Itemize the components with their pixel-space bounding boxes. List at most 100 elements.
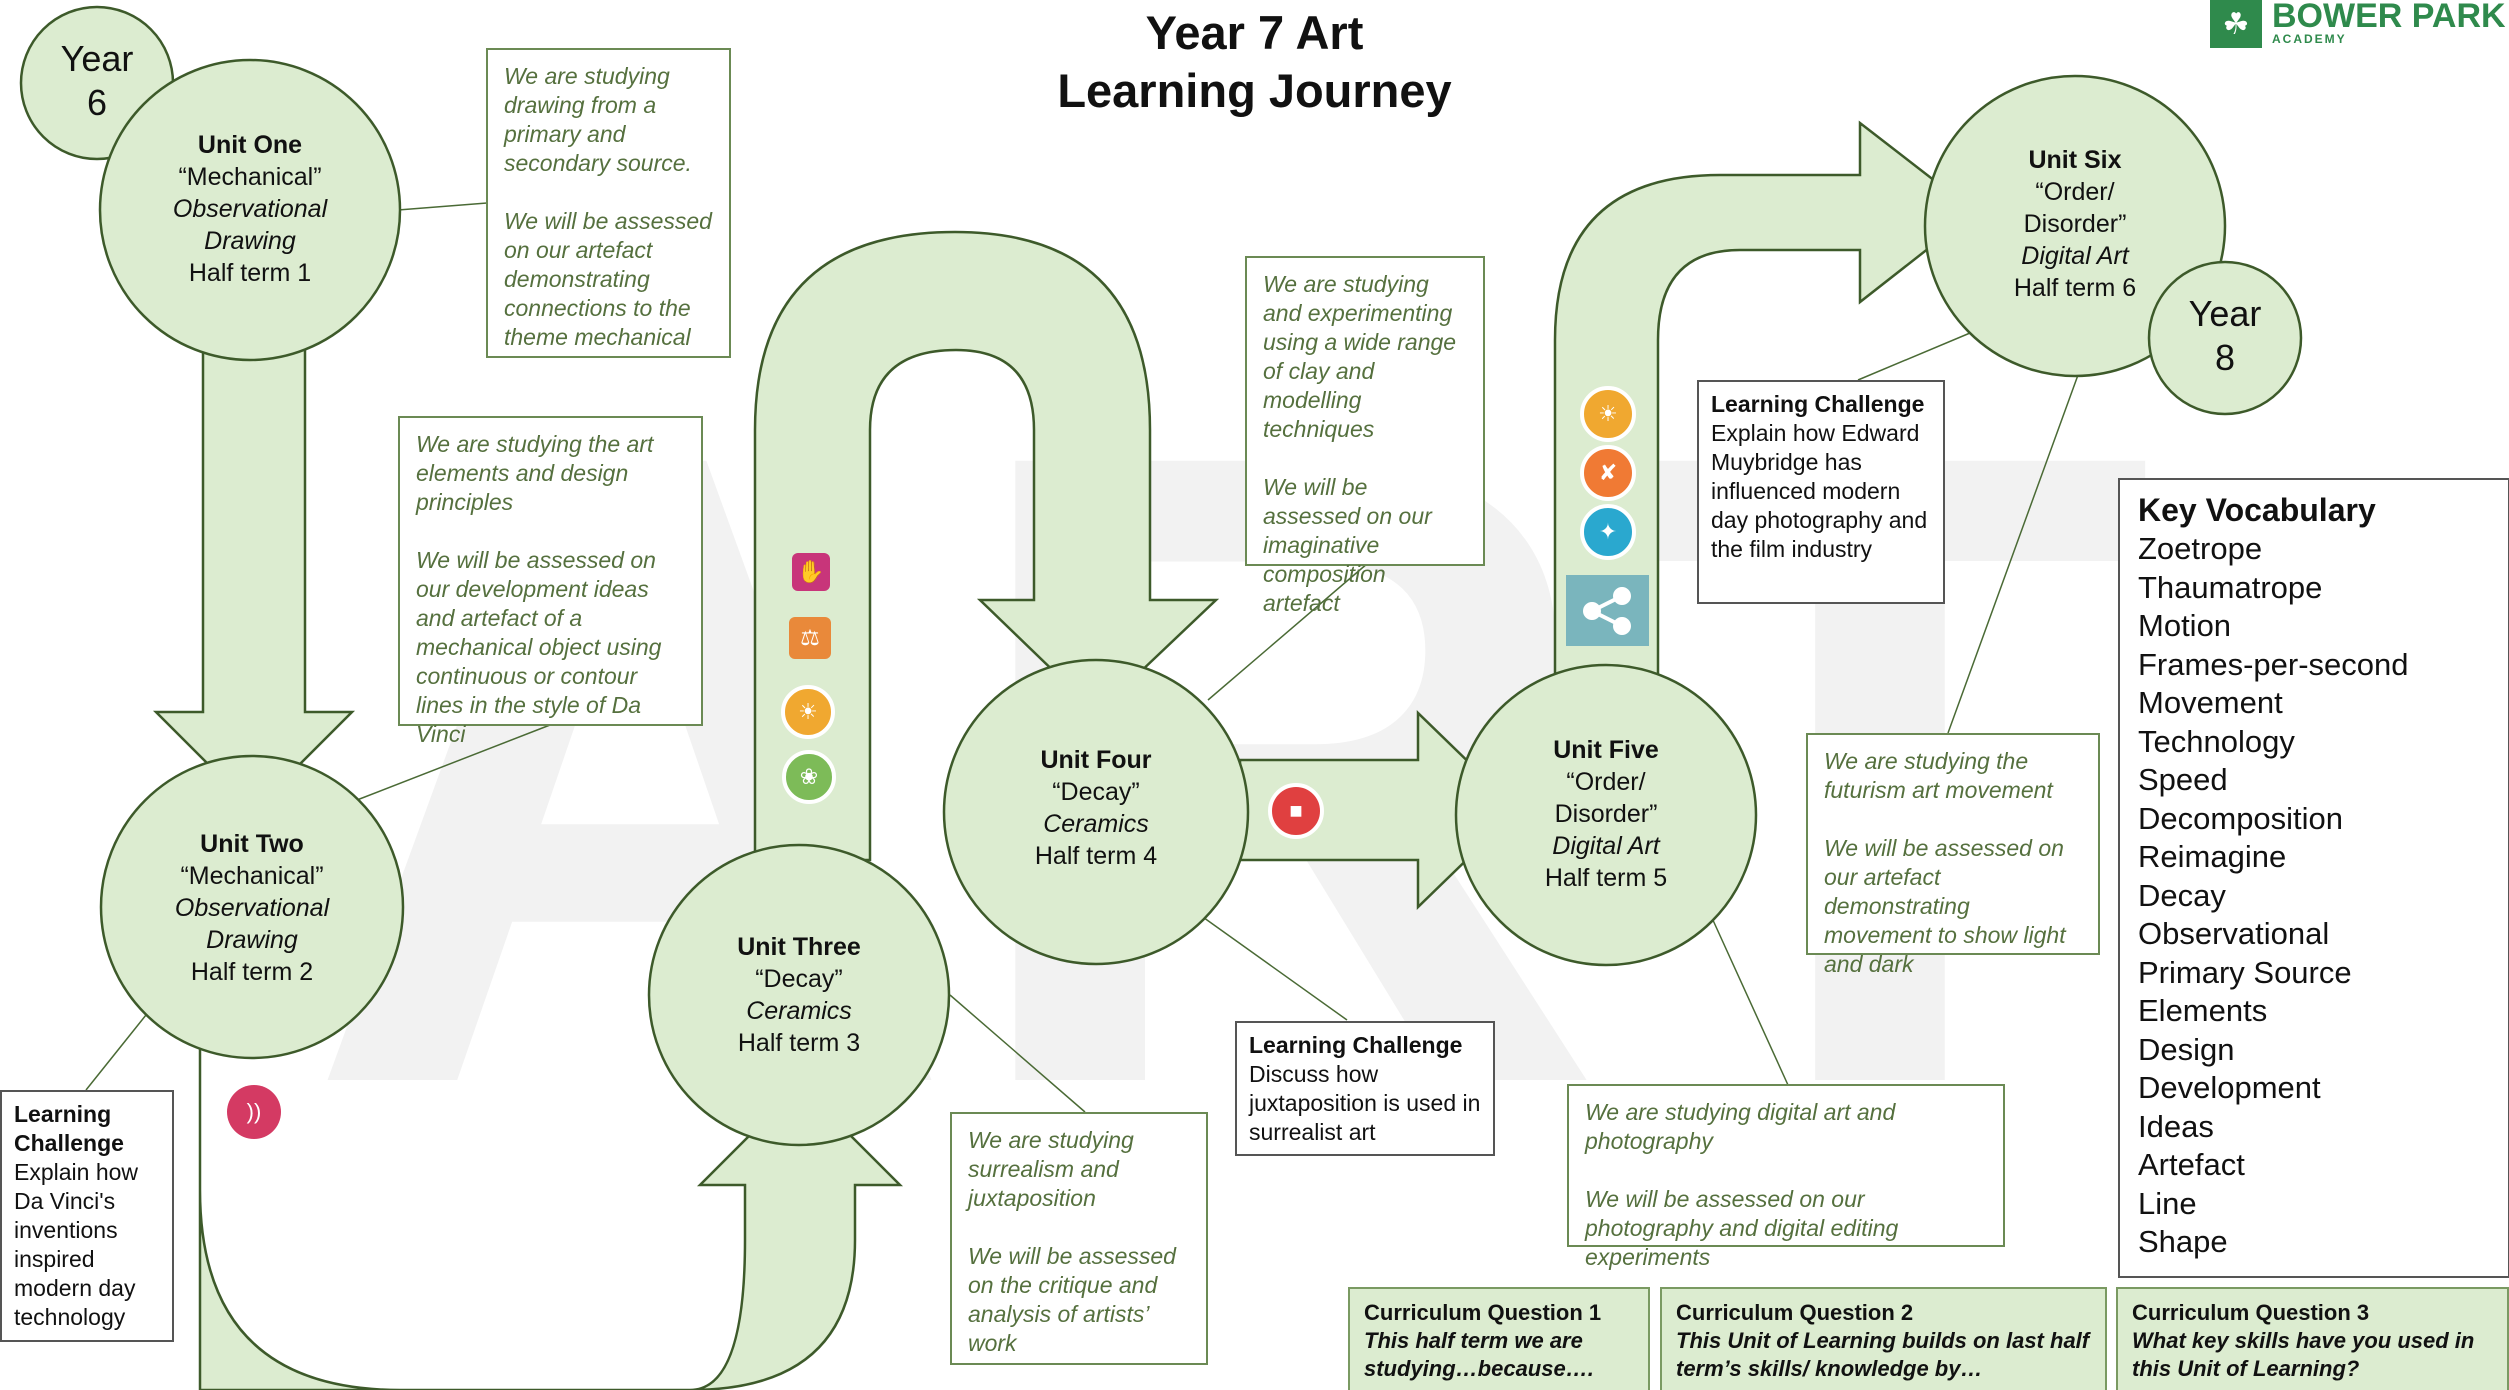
unit-medium: Ceramics — [1043, 810, 1149, 838]
year-6-label: Year 6 — [22, 37, 172, 125]
vocabulary-word: Observational — [2138, 916, 2330, 951]
logo-sub: ACADEMY — [2272, 32, 2347, 46]
vocabulary-word: Reimagine — [2138, 839, 2287, 874]
vocabulary-word: Development — [2138, 1070, 2321, 1105]
vocabulary-word: Ideas — [2138, 1108, 2214, 1144]
vocabulary-word: Technology — [2138, 723, 2295, 759]
teamwork-icon: ✦ — [1580, 504, 1636, 560]
year-8-number: 8 — [2214, 337, 2236, 378]
year-8-circle — [2147, 260, 2303, 416]
problem-solving-icon: ✘ — [1580, 445, 1636, 501]
path-unit5-to-unit6 — [1553, 120, 1978, 682]
unit-three-circle — [647, 843, 951, 1147]
vocabulary-word: Elements — [2138, 993, 2268, 1028]
year-6-word: Year — [60, 38, 134, 79]
vocabulary-word: Line — [2138, 1185, 2197, 1221]
vocabulary-word: Decomposition — [2138, 800, 2344, 836]
unit-one-circle — [98, 58, 402, 362]
vocabulary-word: Primary Source — [2138, 954, 2352, 990]
question-text: This Unit of Learning builds on last hal… — [1676, 1328, 2090, 1381]
assess-text: We will be assessed on our artefact demo… — [1824, 835, 2066, 977]
assess-text: We will be assessed on our photography a… — [1585, 1186, 1899, 1270]
question-heading: Curriculum Question 1 — [1364, 1300, 1602, 1325]
study-text: We are studying the art elements and des… — [416, 431, 654, 515]
unit-three-text: Unit Three “Decay” Ceramics Half term 3 — [679, 931, 919, 1059]
challenge-text: Discuss how juxtaposition is used in sur… — [1249, 1061, 1481, 1145]
curriculum-question-2: Curriculum Question 2 This Unit of Learn… — [1660, 1287, 2107, 1390]
connector-line — [949, 994, 1086, 1113]
unit-medium: Digital Art — [1552, 832, 1660, 860]
curriculum-question-3: Curriculum Question 3 What key skills ha… — [2116, 1287, 2509, 1390]
unit-six-note: We are studying the futurism art movemen… — [1806, 733, 2100, 977]
assess-text: We will be assessed on our artefact demo… — [504, 208, 712, 350]
unit-theme: “Decay” — [1052, 778, 1140, 806]
unit-five-circle — [1454, 663, 1758, 967]
vocabulary-word: Frames-per-second — [2138, 646, 2409, 682]
leaf-icon: ❀ — [782, 750, 836, 804]
challenge-text: Explain how Edward Muybridge has influen… — [1711, 420, 1928, 562]
unit-five-text: Unit Five “Order/ Disorder” Digital Art … — [1516, 734, 1696, 894]
question-heading: Curriculum Question 3 — [2132, 1300, 2370, 1325]
question-heading: Curriculum Question 2 — [1676, 1300, 1914, 1325]
connector-line — [356, 724, 551, 801]
challenge-text: Explain how Da Vinci's inventions inspir… — [14, 1159, 139, 1330]
unit-name: Unit Three — [737, 933, 861, 961]
challenge-heading: Learning Challenge — [1249, 1032, 1463, 1058]
study-text: We are studying and experimenting using … — [1263, 271, 1457, 442]
connector-line — [1711, 917, 1789, 1086]
learning-challenge-1: Learning Challenge Explain how Da Vinci'… — [0, 1090, 174, 1342]
unit-theme: “Order/ Disorder” — [1554, 768, 1658, 828]
connector-line — [1857, 332, 1971, 381]
assess-text: We will be assessed on the critique and … — [968, 1243, 1176, 1356]
unit-medium: Observational Drawing — [174, 894, 330, 954]
unit-two-note: We are studying the art elements and des… — [398, 416, 703, 747]
unit-medium: Ceramics — [746, 997, 852, 1025]
unit-theme: “Mechanical” — [180, 862, 324, 890]
unit-medium: Observational Drawing — [172, 195, 328, 255]
unit-theme: “Mechanical” — [178, 163, 322, 191]
unit-name: Unit Four — [1040, 746, 1152, 774]
connector-line — [1207, 562, 1369, 701]
connector-line — [85, 1014, 147, 1091]
unit-medium: Digital Art — [2021, 242, 2129, 270]
study-text: We are studying the futurism art movemen… — [1824, 748, 2053, 803]
unit-name: Unit Two — [200, 830, 304, 858]
share-glyph — [1582, 586, 1631, 635]
connector-line — [397, 202, 488, 211]
unit-theme: “Decay” — [755, 965, 843, 993]
assess-text: We will be assessed on our development i… — [416, 547, 662, 747]
page-title: Year 7 Art Learning Journey — [0, 4, 2509, 120]
unit-term: Half term 4 — [1034, 842, 1158, 870]
unit-two-circle — [99, 754, 405, 1060]
unit-term: Half term 5 — [1544, 864, 1668, 892]
unit-name: Unit Six — [2028, 146, 2122, 174]
title-line-1: Year 7 Art — [1145, 6, 1364, 59]
unit-four-note: We are studying and experimenting using … — [1245, 256, 1485, 616]
speaking-icon: ■ — [1268, 783, 1324, 839]
unit-theme: “Order/ Disorder” — [2023, 178, 2127, 238]
unit-term: Half term 1 — [188, 259, 312, 287]
vocabulary-word: Zoetrope — [2138, 531, 2263, 566]
year-8-label: Year 8 — [2150, 292, 2300, 380]
challenge-heading: Learning Challenge — [1711, 391, 1925, 417]
arrow-unit1-to-unit2 — [152, 318, 356, 812]
unit-one-note: We are studying drawing from a primary a… — [486, 48, 731, 358]
connector-line — [1947, 374, 2079, 734]
democracy-icon: ✋ — [792, 553, 830, 591]
unit-five-note: We are studying digital art and photogra… — [1567, 1084, 2005, 1270]
logo-name: BOWER PARK — [2272, 0, 2506, 35]
vocabulary-word: Design — [2138, 1031, 2235, 1067]
question-text: What key skills have you used in this Un… — [2132, 1328, 2475, 1381]
unit-three-note: We are studying surrealism and juxtaposi… — [950, 1112, 1208, 1365]
unit-term: Half term 3 — [737, 1029, 861, 1057]
title-line-2: Learning Journey — [1057, 64, 1452, 117]
vocabulary-word: Shape — [2138, 1224, 2228, 1259]
study-text: We are studying drawing from a primary a… — [504, 63, 692, 176]
unit-term: Half term 2 — [190, 958, 314, 986]
unit-term: Half term 6 — [2013, 274, 2137, 302]
logo-mark-icon: ☘ — [2210, 0, 2262, 48]
rule-of-law-icon: ⚖ — [789, 617, 831, 659]
study-text: We are studying surrealism and juxtaposi… — [968, 1127, 1134, 1211]
